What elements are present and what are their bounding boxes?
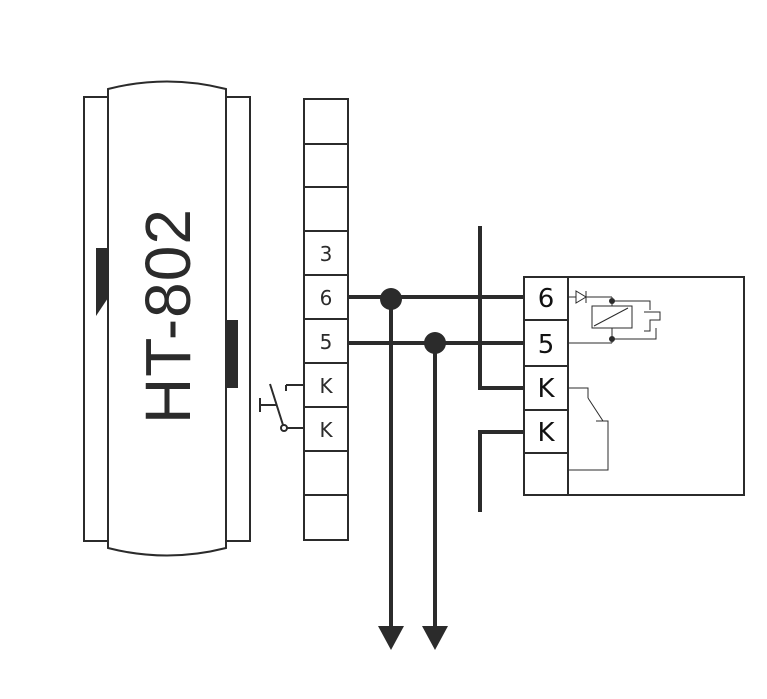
left-terminal-label: K: [319, 418, 333, 442]
left-terminal-label: 5: [320, 330, 333, 354]
lock-module: [523, 276, 745, 496]
device-model-label: HT-802: [132, 208, 204, 424]
left-terminal-block: [303, 98, 349, 541]
junction-dot: [380, 288, 402, 310]
left-terminal-labels: 3 6 5 K K: [319, 242, 333, 442]
handset-clip-left: [96, 248, 108, 316]
right-terminal-label: K: [537, 374, 555, 404]
arrow-down-icon: [378, 626, 404, 650]
handset-left-rail: [83, 96, 109, 542]
junction-dot: [609, 298, 615, 304]
left-terminal-label: K: [319, 374, 333, 398]
left-terminal-label: 6: [320, 286, 333, 310]
electromagnet-icon: [644, 311, 661, 332]
left-terminal-label: 3: [320, 242, 333, 266]
right-terminal-label: 5: [538, 330, 555, 360]
handset-body: [107, 80, 227, 557]
relay-circuit: [568, 290, 661, 471]
junction-dot: [424, 332, 446, 354]
wiring: [348, 226, 524, 628]
right-terminal-labels: 6 5 K K: [537, 284, 555, 448]
handset-right-rail: [225, 96, 251, 542]
right-terminal-label: K: [537, 418, 555, 448]
push-button-switch: [259, 383, 304, 432]
handset-clip-right: [226, 320, 238, 388]
intercom-handset-unit: HT-802: [83, 80, 251, 557]
diode-icon: [575, 290, 587, 304]
junction-dot: [609, 336, 615, 342]
lock-module-frame: [523, 276, 745, 496]
arrow-down-icon: [422, 626, 448, 650]
right-terminal-label: 6: [538, 284, 555, 314]
